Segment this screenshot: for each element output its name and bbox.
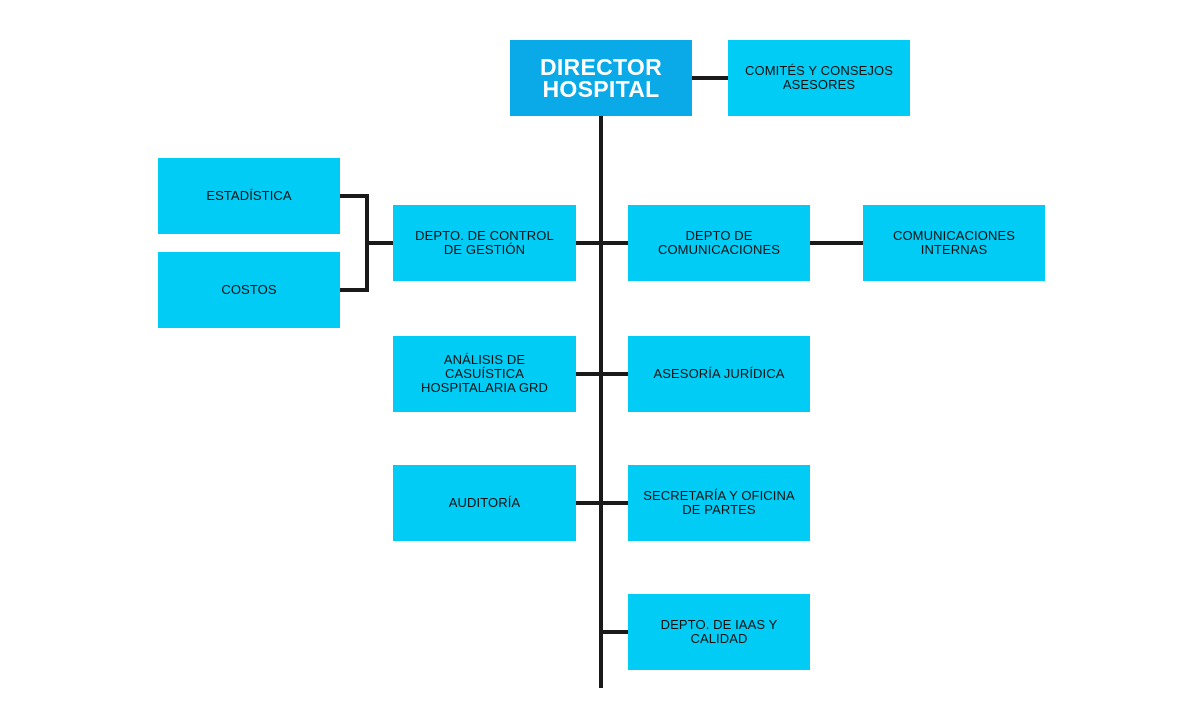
estadistica-box: ESTADÍSTICA — [158, 158, 340, 234]
control-gestion-box: DEPTO. DE CONTROL DE GESTIÓN — [393, 205, 576, 281]
auditoria-label: AUDITORÍA — [448, 495, 521, 510]
estadistica-label: ESTADÍSTICA — [206, 188, 292, 203]
comites-consejos-label: COMITÉS Y CONSEJOS ASESORES — [745, 63, 893, 92]
auditoria-box: AUDITORÍA — [393, 465, 576, 541]
secretaria-label: SECRETARÍA Y OFICINA DE PARTES — [643, 488, 795, 517]
iaas-calidad-label: DEPTO. DE IAAS Y CALIDAD — [660, 617, 778, 646]
iaas-calidad-box: DEPTO. DE IAAS Y CALIDAD — [628, 594, 810, 670]
director-hospital-label: DIRECTOR HOSPITAL — [539, 54, 663, 102]
comunicaciones-box: DEPTO DE COMUNICACIONES — [628, 205, 810, 281]
control-gestion-label: DEPTO. DE CONTROL DE GESTIÓN — [415, 228, 554, 257]
grd-box: ANÁLISIS DE CASUÍSTICA HOSPITALARIA GRD — [393, 336, 576, 412]
costos-box: COSTOS — [158, 252, 340, 328]
secretaria-box: SECRETARÍA Y OFICINA DE PARTES — [628, 465, 810, 541]
director-hospital-box: DIRECTOR HOSPITAL — [510, 40, 692, 116]
comunicaciones-internas-box: COMUNICACIONES INTERNAS — [863, 205, 1045, 281]
juridica-label: ASESORÍA JURÍDICA — [653, 366, 785, 381]
comites-consejos-box: COMITÉS Y CONSEJOS ASESORES — [728, 40, 910, 116]
comunicaciones-internas-label: COMUNICACIONES INTERNAS — [892, 228, 1016, 257]
costos-label: COSTOS — [221, 282, 277, 297]
comunicaciones-label: DEPTO DE COMUNICACIONES — [657, 228, 781, 257]
juridica-box: ASESORÍA JURÍDICA — [628, 336, 810, 412]
grd-label: ANÁLISIS DE CASUÍSTICA HOSPITALARIA GRD — [420, 352, 549, 395]
